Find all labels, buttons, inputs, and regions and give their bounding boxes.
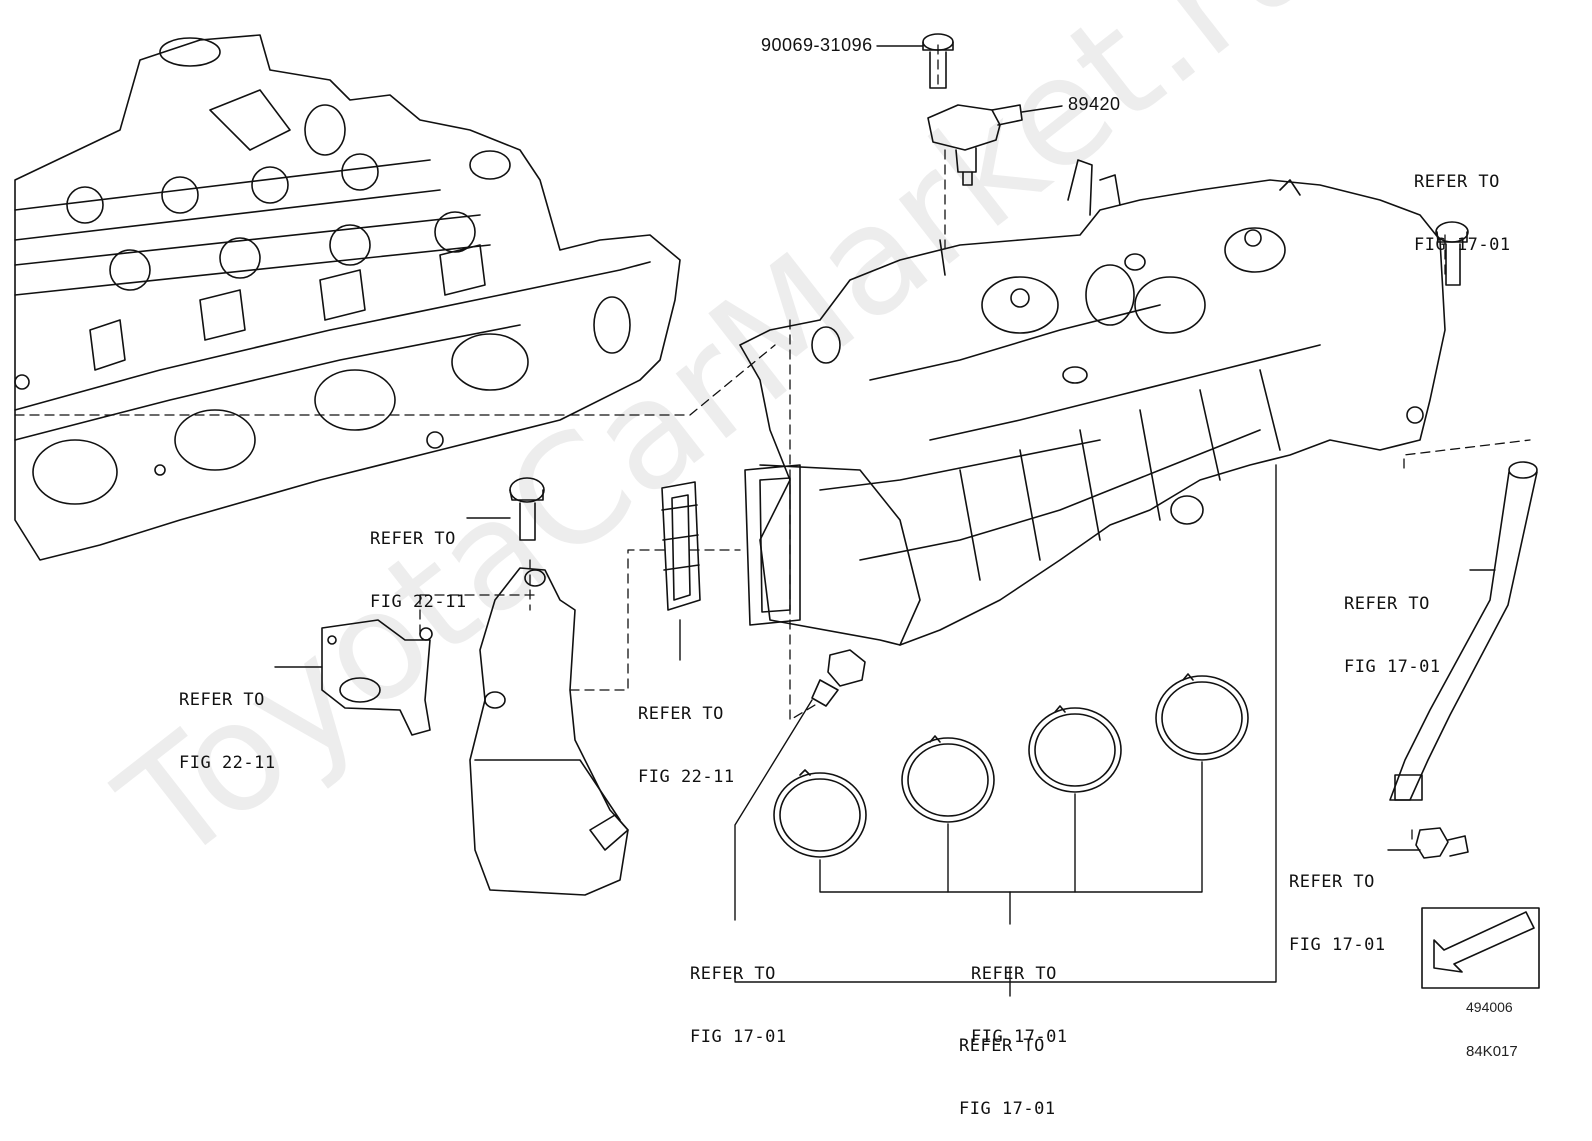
refer-label-bolt-left: REFER TO FIG 22-11	[370, 529, 467, 612]
gasket-ring	[661, 481, 701, 611]
refer-label-bottom-middle: REFER TO FIG 17-01	[971, 964, 1068, 1047]
o-ring-gaskets	[773, 673, 1249, 858]
cylinder-head	[14, 34, 681, 561]
refer-label-bracket-left: REFER TO FIG 22-11	[179, 690, 276, 773]
part-number-sensor: 89420	[1068, 94, 1121, 114]
sensor-89420	[927, 104, 1023, 186]
bolt-top-right	[1435, 221, 1469, 286]
refer-label-bottom-lower: REFER TO FIG 17-01	[959, 1036, 1056, 1119]
intake-manifold	[739, 159, 1446, 646]
refer-label-hose-right: REFER TO FIG 17-01	[1344, 594, 1441, 677]
part-number-bolt: 90069-31096	[761, 35, 873, 55]
hose-right	[1389, 461, 1538, 801]
refer-label-bottom-left: REFER TO FIG 17-01	[690, 964, 787, 1047]
illustration-code: 494006	[1466, 999, 1513, 1015]
refer-label-bolt-right: REFER TO FIG 17-01	[1289, 872, 1386, 955]
bolt-left	[509, 477, 545, 541]
refer-label-gasket-center: REFER TO FIG 22-11	[638, 704, 735, 787]
arrow-direction-icon	[1421, 907, 1540, 989]
parts-diagram	[14, 33, 1540, 997]
refer-label-top-right: REFER TO FIG 17-01	[1414, 172, 1511, 255]
throttle-body	[469, 567, 629, 896]
bolt-center	[811, 649, 866, 707]
bolt-90069-31096	[922, 33, 954, 89]
bracket-left	[321, 619, 433, 736]
bolt-hose-clamp	[1415, 827, 1469, 859]
page-code: 84K017	[1466, 1043, 1518, 1060]
